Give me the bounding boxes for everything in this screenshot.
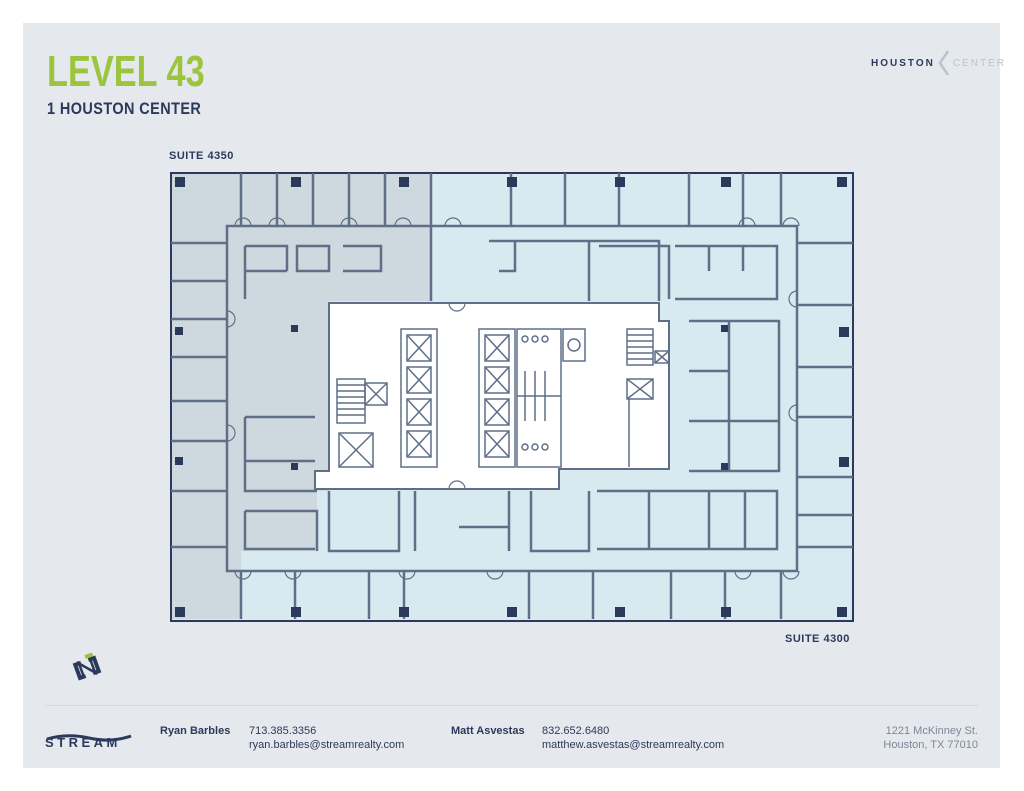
floor-plan: [170, 172, 854, 622]
houston-center-logo: HOUSTON CENTER: [871, 50, 1006, 76]
logo-text-center: CENTER: [952, 57, 1006, 69]
contact-name: Matt Asvestas: [451, 725, 525, 737]
footer-divider: [45, 705, 978, 706]
contact-phone[interactable]: 832.652.6480: [542, 725, 610, 737]
contact-name: Ryan Barbles: [160, 725, 231, 737]
suite-label-4350: SUITE 4350: [169, 150, 234, 162]
contact-email[interactable]: ryan.barbles@streamrealty.com: [249, 739, 405, 751]
building-core: [314, 302, 670, 490]
stream-wave-icon: [46, 734, 132, 742]
logo-text-houston: HOUSTON: [871, 57, 935, 69]
contact-email[interactable]: matthew.asvestas@streamrealty.com: [542, 739, 725, 751]
stream-n-badge-icon: [72, 653, 102, 681]
floorplan-sheet: LEVEL 43 1 HOUSTON CENTER HOUSTON CENTER…: [23, 23, 1004, 768]
suite-label-4300: SUITE 4300: [785, 633, 850, 645]
stream-logo-text: STREAM: [45, 735, 121, 750]
address-block: 1221 McKinney St. Houston, TX 77010: [883, 724, 978, 752]
address-city: Houston, TX 77010: [883, 739, 978, 751]
address-street: 1221 McKinney St.: [885, 725, 978, 737]
chevron-left-icon: [938, 50, 949, 76]
building-name: 1 HOUSTON CENTER: [47, 99, 202, 118]
page-title: LEVEL 43: [47, 47, 205, 96]
suite-4350-area[interactable]: [171, 173, 431, 619]
contact-phone[interactable]: 713.385.3356: [249, 725, 317, 737]
